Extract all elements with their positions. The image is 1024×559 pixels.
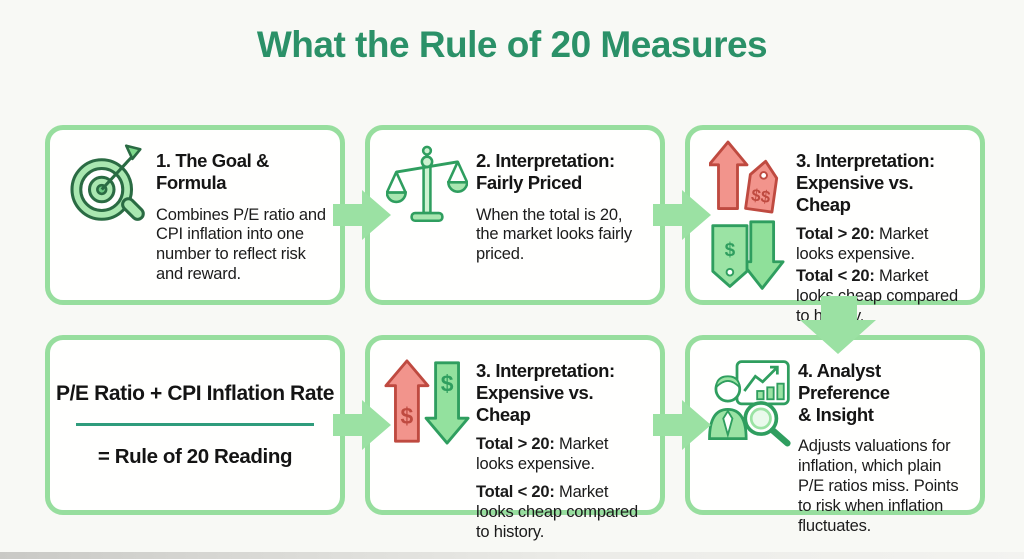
svg-text:$: $: [401, 403, 414, 429]
dollar-arrows-up-down-icon: $ $: [384, 359, 470, 445]
analyst-chart-magnifier-icon: [708, 360, 791, 447]
flow-arrow-formula-to-expensive: [333, 400, 391, 450]
svg-text:$: $: [725, 240, 736, 261]
arrow-up-price-tags-icon: $$ $: [709, 140, 785, 290]
formula-numerator: P/E Ratio + CPI Inflation Rate: [56, 381, 334, 405]
rule-total-above-20: Total > 20: Market looks expensive.: [476, 435, 609, 474]
bottom-edge-strip: [0, 552, 1024, 559]
flow-arrow-fairly-to-expensive: [653, 190, 711, 240]
flow-arrow-down-expensive-to-analyst: [800, 296, 876, 354]
card-expensive-cheap-bottom: $ $ 3. Interpretation:Expensive vs. Chea…: [365, 335, 665, 541]
card-expensive-cheap-bottom-body: Total > 20: Market looks expensive. Tota…: [476, 435, 648, 542]
card-expensive-cheap-top-title: 3. Interpretation:Expensive vs. Cheap: [796, 150, 935, 215]
formula-result: = Rule of 20 Reading: [97, 444, 293, 468]
card-fairly-priced-body: When the total is 20, the market looks f…: [476, 205, 632, 264]
card-analyst-insight: 4. Analyst Preference& Insight Adjusts v…: [685, 335, 985, 535]
card-formula: P/E Ratio + CPI Inflation Rate = Rule of…: [45, 335, 345, 515]
formula-divider-line: [76, 422, 314, 426]
card-fairly-priced: 2. Interpretation:Fairly Priced When the…: [365, 125, 665, 305]
card-goal-body: Combines P/E ratio and CPI inflation int…: [156, 205, 326, 284]
flow-arrow-expensive-to-analyst: [653, 400, 711, 450]
flow-arrow-goal-to-fairly: [333, 190, 391, 240]
card-fairly-priced-title: 2. Interpretation:Fairly Priced: [476, 150, 615, 193]
card-expensive-cheap-top: $$ $ 3. Interpretation:Expensive vs. Che…: [685, 125, 985, 325]
rule-total-below-20: Total < 20: Market looks cheap compared …: [476, 483, 639, 541]
card-expensive-cheap-bottom-title: 3. Interpretation:Expensive vs. Cheap: [476, 360, 615, 425]
rule-total-above-20: Total > 20: Market looks expensive.: [796, 225, 929, 264]
page-title: What the Rule of 20 Measures: [256, 24, 768, 65]
card-goal-title: 1. The Goal &Formula: [156, 150, 270, 193]
target-dart-icon: [70, 144, 145, 221]
svg-text:$: $: [441, 370, 454, 396]
svg-text:$$: $$: [750, 186, 772, 208]
card-analyst-title: 4. Analyst Preference& Insight: [798, 360, 890, 425]
card-analyst-body: Adjusts valuations for inflation, which …: [798, 437, 959, 535]
card-goal-formula: 1. The Goal &Formula Combines P/E ratio …: [45, 125, 345, 305]
balance-scale-icon: [386, 145, 468, 223]
